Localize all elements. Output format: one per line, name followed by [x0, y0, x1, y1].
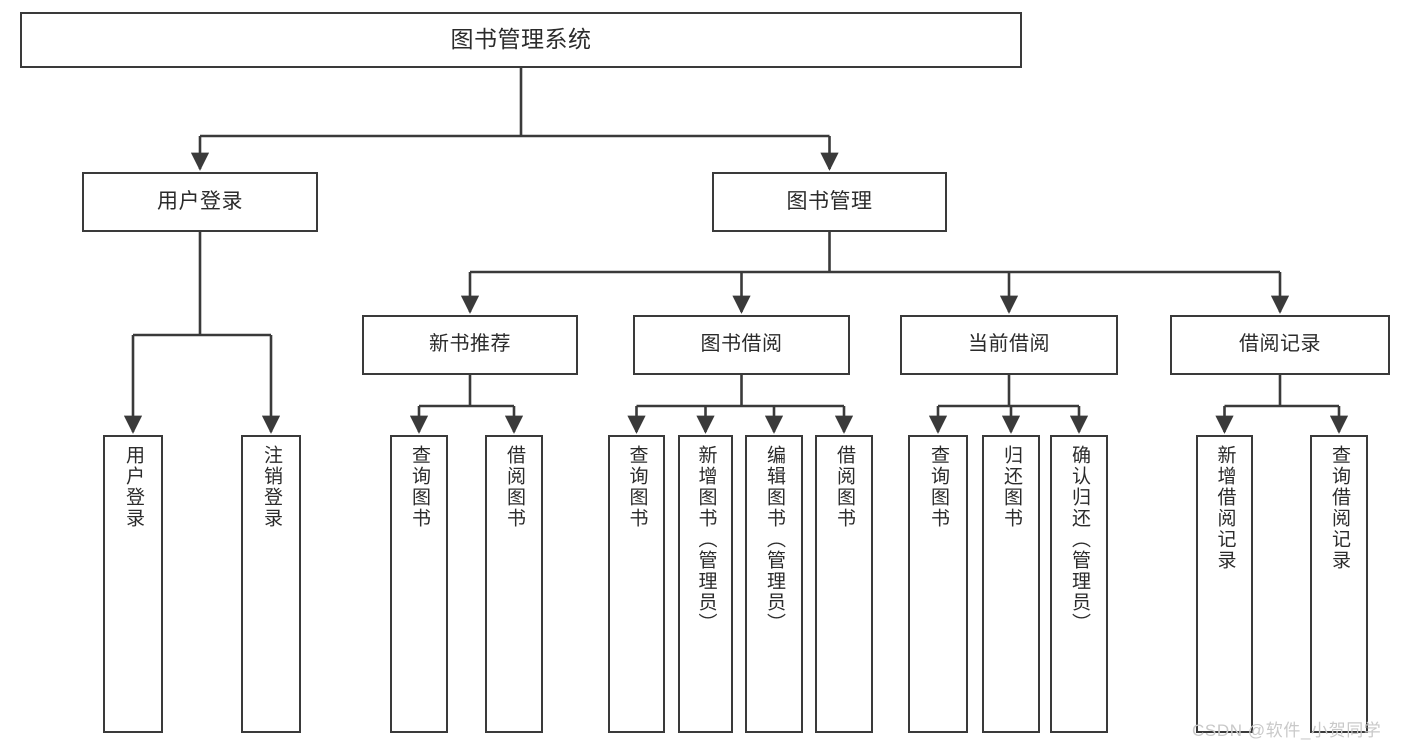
node-label: 新书推荐 — [429, 333, 511, 356]
node-label: 借阅记录 — [1239, 333, 1321, 356]
node-label: 查询图书 — [927, 445, 949, 529]
node-label: 注销登录 — [260, 445, 282, 529]
node-label: 新增借阅记录 — [1214, 445, 1236, 571]
csdn-watermark: CSDN @软件_小贺同学 — [1192, 721, 1382, 740]
node-leaf-user-login[interactable]: 用户登录 — [103, 435, 163, 733]
node-new-book-recommend[interactable]: 新书推荐 — [362, 315, 578, 375]
node-label: 借阅图书 — [503, 445, 525, 529]
node-label: 用户登录 — [157, 189, 243, 213]
node-label: 图书借阅 — [700, 333, 783, 356]
node-book-borrow[interactable]: 图书借阅 — [633, 315, 850, 375]
node-leaf-add-record[interactable]: 新增借阅记录 — [1196, 435, 1253, 733]
node-user-login[interactable]: 用户登录 — [82, 172, 318, 232]
node-label: 新增图书（管理员） — [695, 445, 717, 634]
node-borrow-record[interactable]: 借阅记录 — [1170, 315, 1390, 375]
node-label: 借阅图书 — [833, 445, 855, 529]
node-root[interactable]: 图书管理系统 — [20, 12, 1022, 68]
node-book-manage[interactable]: 图书管理 — [712, 172, 947, 232]
node-label: 当前借阅 — [968, 333, 1050, 356]
node-label: 查询图书 — [408, 445, 430, 529]
node-leaf-edit-book[interactable]: 编辑图书（管理员） — [745, 435, 803, 733]
node-leaf-confirm-return[interactable]: 确认归还（管理员） — [1050, 435, 1108, 733]
node-leaf-query-book-1[interactable]: 查询图书 — [390, 435, 448, 733]
node-label: 用户登录 — [122, 445, 144, 529]
node-label: 编辑图书（管理员） — [763, 445, 785, 634]
node-leaf-query-book-2[interactable]: 查询图书 — [608, 435, 665, 733]
node-label: 查询借阅记录 — [1328, 445, 1350, 571]
node-label: 归还图书 — [1000, 445, 1022, 529]
node-label: 查询图书 — [626, 445, 648, 529]
node-label: 确认归还（管理员） — [1068, 445, 1090, 634]
node-leaf-query-book-3[interactable]: 查询图书 — [908, 435, 968, 733]
node-label: 图书管理系统 — [450, 26, 592, 53]
node-leaf-return-book[interactable]: 归还图书 — [982, 435, 1040, 733]
node-current-borrow[interactable]: 当前借阅 — [900, 315, 1118, 375]
node-leaf-borrow-book-2[interactable]: 借阅图书 — [815, 435, 873, 733]
node-leaf-query-record[interactable]: 查询借阅记录 — [1310, 435, 1368, 733]
node-leaf-borrow-book-1[interactable]: 借阅图书 — [485, 435, 543, 733]
node-label: 图书管理 — [786, 189, 873, 213]
node-leaf-user-logout[interactable]: 注销登录 — [241, 435, 301, 733]
node-leaf-add-book[interactable]: 新增图书（管理员） — [678, 435, 733, 733]
